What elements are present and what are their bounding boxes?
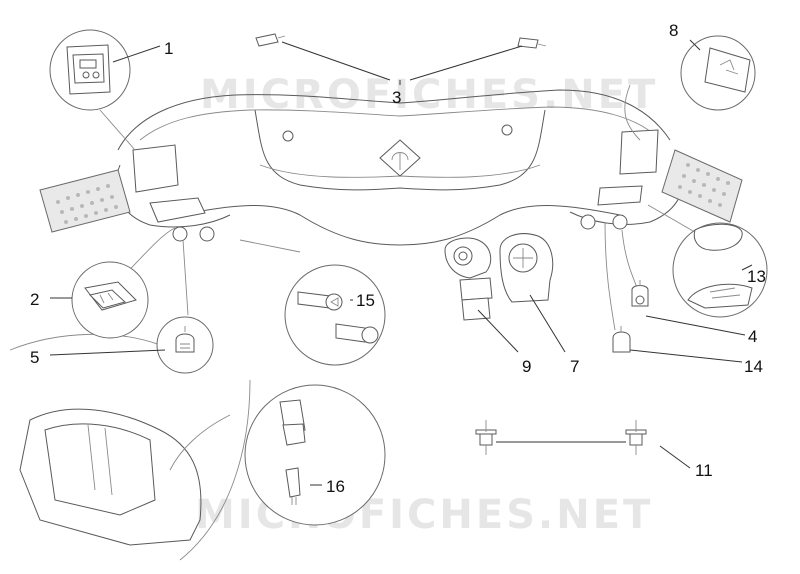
callout-4: 4 (748, 327, 757, 346)
callout-1: 1 (164, 39, 173, 58)
part-1-left-switch-detail (49, 29, 131, 111)
part-15-bulbs-detail (284, 264, 386, 366)
part-5-bulb-detail (156, 316, 214, 374)
callout-3: 3 (392, 88, 401, 107)
callout-5: 5 (30, 348, 39, 367)
part-14-bulb (612, 326, 631, 353)
part-11-screws (475, 420, 647, 455)
part-4-bulb (631, 280, 649, 307)
callout-13: 13 (747, 267, 766, 286)
callout-11: 11 (695, 461, 713, 480)
instrument-panel (9, 333, 251, 561)
callout-15: 15 (356, 291, 375, 310)
right-grip (661, 149, 743, 223)
part-2-switch-button-detail (71, 261, 149, 339)
callout-16: 16 (326, 477, 345, 496)
part-3-bulbs (255, 33, 547, 81)
part-9-ignition-lock (444, 237, 493, 321)
callout-7: 7 (570, 357, 579, 376)
part-16-bulbs-detail (244, 384, 386, 526)
callout-8: 8 (669, 21, 678, 40)
callout-14: 14 (744, 357, 763, 376)
left-grip (39, 169, 131, 233)
callout-9: 9 (522, 357, 531, 376)
part-13-switch-detail (672, 222, 768, 318)
callout-2: 2 (30, 290, 39, 309)
part-7-ignition-housing (499, 233, 554, 303)
part-8-right-switch-detail (680, 35, 756, 111)
